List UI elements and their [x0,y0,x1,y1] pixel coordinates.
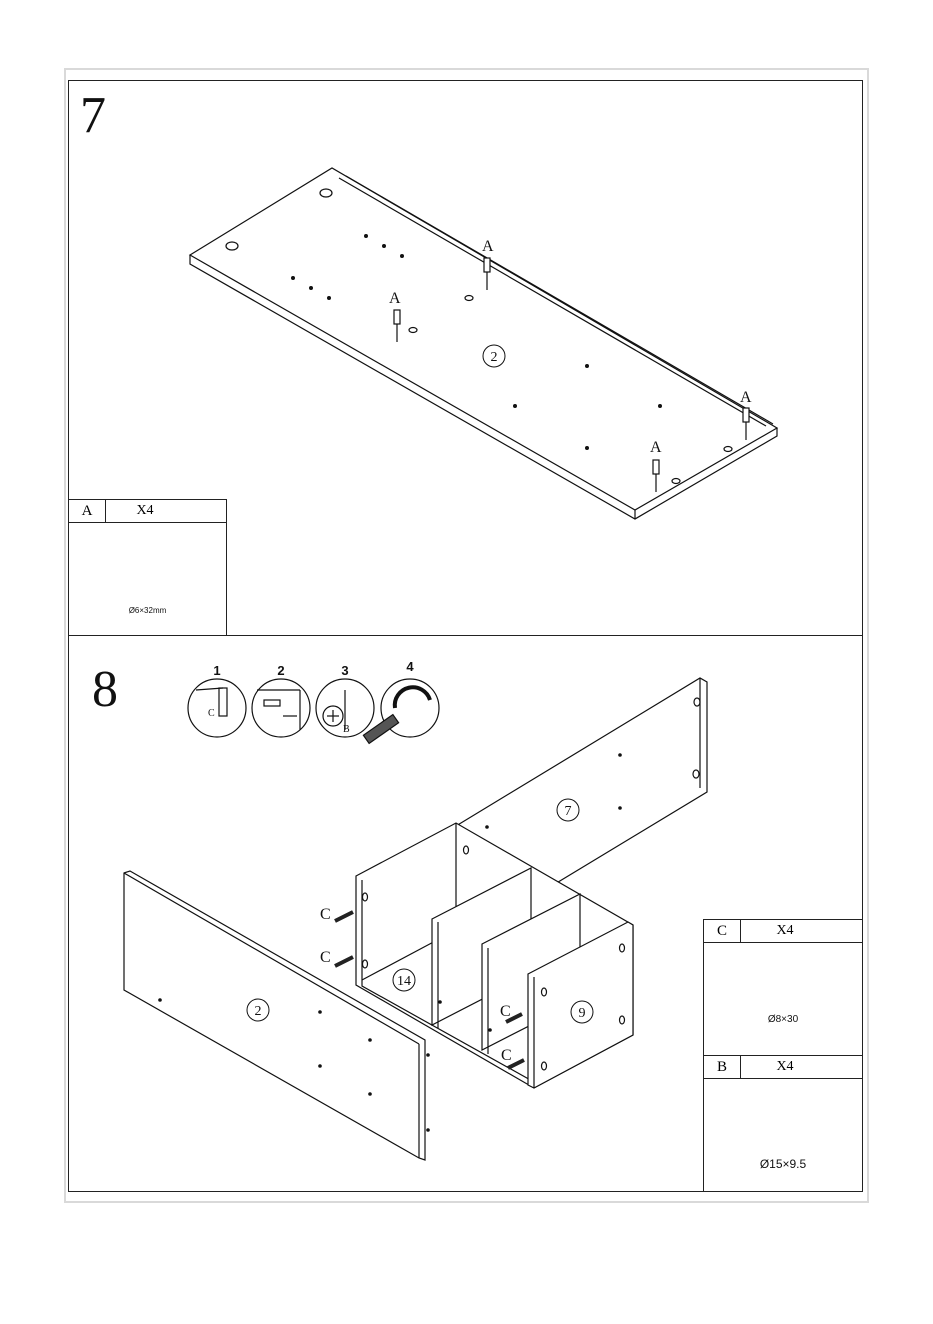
substep-4-number: 4 [406,659,414,674]
substep-3-number: 3 [341,663,348,678]
substep-2-number: 2 [277,663,284,678]
part-box-a-count: X4 [105,500,185,522]
step8-panel-7-number: 7 [565,804,572,819]
step7-label-a-4: A [740,389,752,406]
part-box-b-letter: B [704,1056,741,1078]
step8-label-c-2: C [320,949,331,966]
substep-3-label-b: B [343,724,350,735]
step7-board [190,168,777,519]
part-box-a-letter: A [69,500,106,522]
step8-panel-14-number: 14 [397,974,411,989]
step8-panel-9-number: 9 [579,1006,586,1021]
substep-1-number: 1 [213,663,220,678]
step7-label-a-2: A [389,290,401,307]
step7-label-a-1: A [482,238,494,255]
step7-panel-id: 2 [483,345,505,367]
step7-label-a-3: A [650,439,662,456]
part-box-c-size: Ø8×30 [704,1014,862,1025]
part-box-c-letter: C [704,920,741,942]
substep-1-label-c: C [208,708,215,719]
part-box-b-size: Ø15×9.5 [704,1157,862,1171]
part-box-c-count: X4 [740,920,830,942]
part-box-c: C X4 Ø8×30 [703,919,863,1056]
part-box-a: A X4 Ø6×32mm [68,499,227,636]
part-box-b: B X4 Ø15×9.5 [703,1055,863,1192]
step8-label-c-4: C [501,1047,512,1064]
step-8-number: 8 [92,664,118,716]
step8-label-c-1: C [320,906,331,923]
step8-substep-diagrams [188,679,439,743]
step7-panel-number: 2 [491,350,498,365]
step8-label-c-3: C [500,1003,511,1020]
step8-panel-2-number: 2 [255,1004,262,1019]
part-box-a-size: Ø6×32mm [69,606,226,615]
part-box-b-count: X4 [740,1056,830,1078]
